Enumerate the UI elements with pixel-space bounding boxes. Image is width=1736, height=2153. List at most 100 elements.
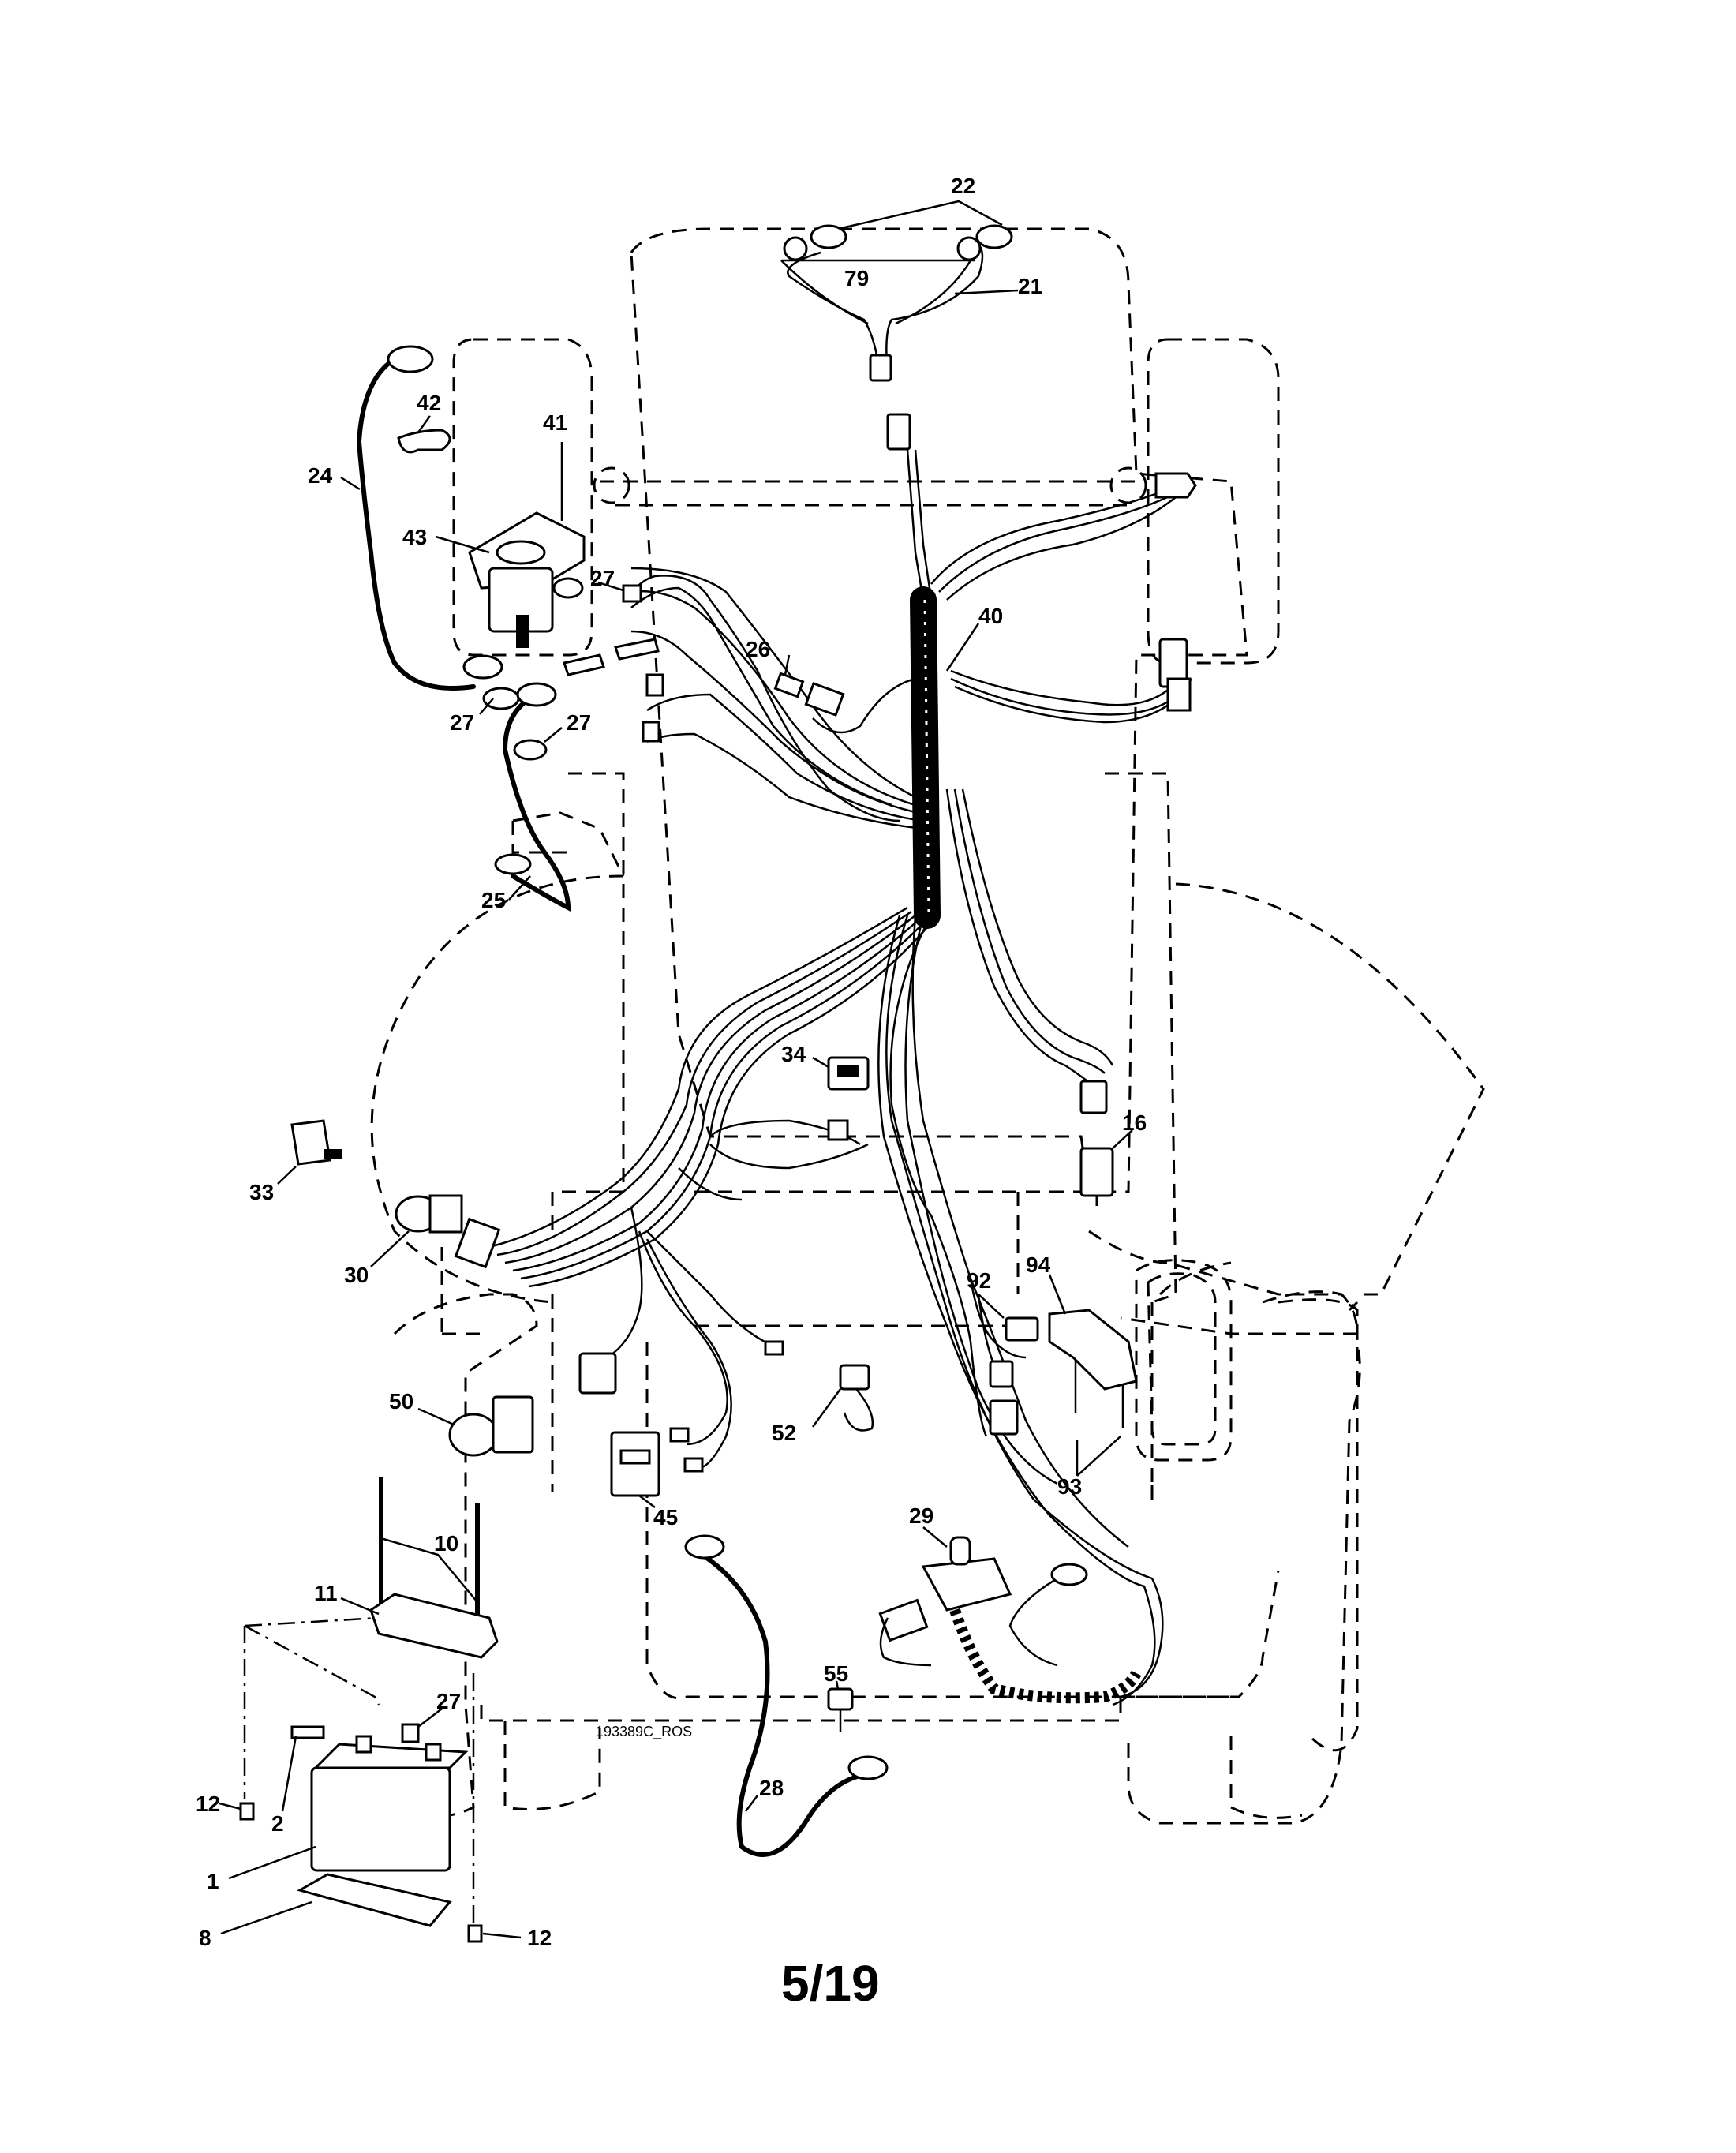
leader-11 bbox=[340, 1597, 380, 1616]
washer-27-b bbox=[513, 739, 548, 761]
lower-left-dash bbox=[440, 1247, 489, 1335]
callout-52: 52 bbox=[772, 1421, 796, 1445]
terminal-45-b bbox=[683, 1457, 704, 1473]
callout-11: 11 bbox=[314, 1581, 338, 1605]
callout-25: 25 bbox=[481, 888, 506, 912]
fuse-holder bbox=[804, 682, 845, 717]
harness-down-6 bbox=[528, 927, 928, 1288]
solenoid-cap bbox=[496, 540, 546, 565]
coil-sleeve bbox=[910, 586, 941, 929]
headlight-leader-22 bbox=[820, 200, 1003, 234]
callout-42: 42 bbox=[417, 391, 441, 415]
headlight-wire-b bbox=[885, 244, 984, 376]
socket-right bbox=[956, 236, 982, 261]
bulb-left bbox=[810, 224, 847, 249]
cable-25 bbox=[502, 692, 571, 912]
harness-center-down-2 bbox=[904, 915, 1058, 1485]
ring-terminal-25 bbox=[494, 853, 532, 875]
harness-left-4 bbox=[646, 693, 924, 822]
module-52-loop bbox=[843, 1388, 874, 1432]
wire-27-upper-b bbox=[630, 586, 892, 807]
callout-27-b: 27 bbox=[450, 710, 474, 735]
drawing-code: 193389C_ROS bbox=[596, 1724, 692, 1740]
chassis-outline bbox=[369, 227, 1485, 1825]
leader-12-right bbox=[482, 1932, 522, 1939]
pedal-outline bbox=[1135, 1259, 1233, 1462]
harness-right-upper-3 bbox=[946, 496, 1177, 601]
battery-area-line-1 bbox=[243, 1616, 380, 1799]
fuse-link-b bbox=[614, 638, 660, 661]
leader-24 bbox=[340, 476, 361, 491]
right-rear-wheel bbox=[1229, 1298, 1359, 1819]
callout-33: 33 bbox=[249, 1180, 274, 1204]
harness-right-lower-3 bbox=[954, 685, 1188, 724]
leader-94 bbox=[1048, 1274, 1067, 1315]
callout-30: 30 bbox=[344, 1263, 369, 1287]
center-components bbox=[610, 1056, 874, 1497]
harness-to-29b bbox=[877, 915, 1156, 1706]
callout-94: 94 bbox=[1026, 1252, 1051, 1277]
harness-right-upper-2 bbox=[938, 492, 1177, 593]
dash-panel-outline bbox=[600, 480, 1136, 507]
leader-45 bbox=[638, 1495, 656, 1508]
callout-22: 22 bbox=[951, 174, 975, 198]
callout-28: 28 bbox=[759, 1776, 784, 1800]
leader-10 bbox=[383, 1537, 478, 1603]
leader-43 bbox=[435, 535, 490, 554]
callout-55: 55 bbox=[824, 1661, 848, 1686]
solenoid-terminal bbox=[516, 615, 529, 648]
leader-1 bbox=[228, 1845, 316, 1880]
frame-rail-right bbox=[1105, 772, 1177, 1304]
nut-27-battery bbox=[401, 1723, 420, 1743]
pedal-outline-inner bbox=[1147, 1272, 1217, 1446]
callout-93: 93 bbox=[1057, 1474, 1082, 1499]
leader-27-b bbox=[479, 698, 494, 715]
socket-left bbox=[783, 236, 808, 261]
harness-center-down-1 bbox=[889, 915, 988, 1437]
leader-52 bbox=[811, 1388, 842, 1428]
harness-to-50 bbox=[607, 1207, 643, 1359]
rear-bottom-plate bbox=[480, 1695, 1239, 1722]
harness-down-4 bbox=[512, 919, 920, 1272]
battery-area-outline bbox=[243, 1616, 475, 1934]
battery-tray-8 bbox=[297, 1873, 452, 1927]
ignition-switch-30-body bbox=[428, 1194, 463, 1234]
callout-1: 1 bbox=[207, 1869, 219, 1893]
wire-27-upper bbox=[626, 575, 900, 822]
plug-34 bbox=[827, 1119, 849, 1141]
callout-27-c: 27 bbox=[567, 710, 591, 735]
callout-12-left: 12 bbox=[196, 1792, 220, 1816]
cable-24 bbox=[356, 357, 476, 691]
harness-right-down-2 bbox=[953, 788, 1106, 1074]
ignition-plug bbox=[454, 1217, 501, 1269]
clip-12-right bbox=[467, 1924, 483, 1943]
leader-25 bbox=[508, 875, 531, 901]
connector-92-a bbox=[1005, 1316, 1039, 1342]
washer-27-a bbox=[482, 687, 520, 710]
leader-28 bbox=[745, 1795, 758, 1812]
harness-center-down-3 bbox=[911, 915, 1129, 1548]
harness-left-5 bbox=[646, 732, 924, 830]
leader-30 bbox=[370, 1230, 410, 1267]
callout-27-battery: 27 bbox=[436, 1689, 461, 1713]
harness-right-upper-1 bbox=[930, 488, 1169, 585]
headlight-leader-21 bbox=[954, 289, 1019, 295]
connector-upper-right bbox=[1154, 472, 1197, 499]
callout-50: 50 bbox=[389, 1389, 413, 1413]
callout-21: 21 bbox=[1018, 274, 1042, 298]
ring-terminal-24-top bbox=[387, 345, 434, 373]
leader-27-a bbox=[597, 581, 624, 592]
leader-29 bbox=[922, 1526, 948, 1548]
bolt-55-head bbox=[827, 1687, 854, 1711]
ring-terminal-24-bottom bbox=[462, 654, 503, 680]
connector-92-b bbox=[989, 1360, 1014, 1388]
ring-terminal-28-top bbox=[684, 1534, 725, 1560]
harness-down-3 bbox=[504, 915, 916, 1264]
callout-26: 26 bbox=[746, 637, 770, 661]
callout-34: 34 bbox=[781, 1042, 806, 1066]
harness-left-1 bbox=[630, 567, 916, 799]
left-rear-wheel-inner bbox=[503, 1721, 601, 1810]
key-33 bbox=[290, 1119, 331, 1166]
harness-down-5 bbox=[520, 923, 924, 1280]
